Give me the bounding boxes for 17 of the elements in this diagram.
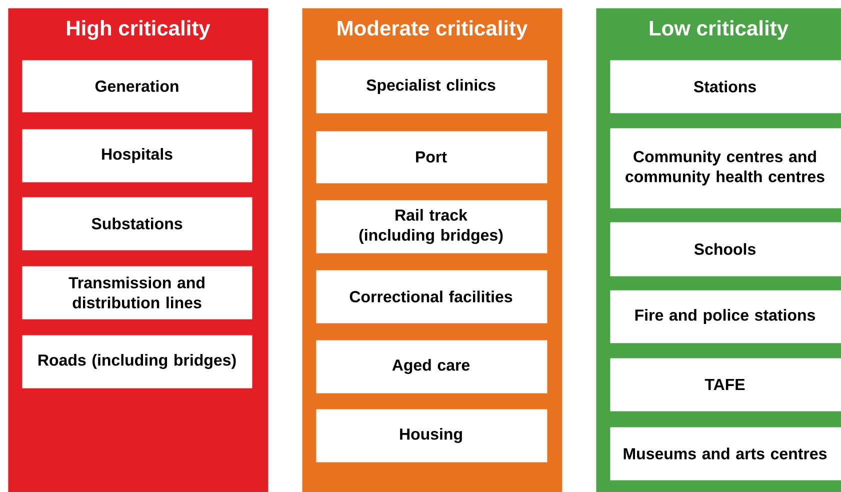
item-box: Port <box>316 131 548 184</box>
item-box: Roads (including bridges) <box>22 335 252 388</box>
item-box: Hospitals <box>22 129 252 182</box>
item-box: Community centres and community health centres <box>610 128 841 208</box>
item-box: TAFE <box>610 358 841 412</box>
item-box: Housing <box>316 409 548 462</box>
item-box: Schools <box>610 222 841 276</box>
item-box: Stations <box>610 60 841 114</box>
item-box: Correctional facilities <box>316 270 548 324</box>
item-box: Specialist clinics <box>316 60 548 114</box>
item-box: Aged care <box>316 340 548 394</box>
item-box: Substations <box>22 197 252 250</box>
item-box: Fire and police stations <box>610 290 841 344</box>
item-box: Generation <box>22 60 252 112</box>
item-box: Museums and arts centres <box>610 427 841 480</box>
item-box: Rail track (including bridges) <box>316 200 548 254</box>
item-box: Transmission and distribution lines <box>22 266 252 320</box>
